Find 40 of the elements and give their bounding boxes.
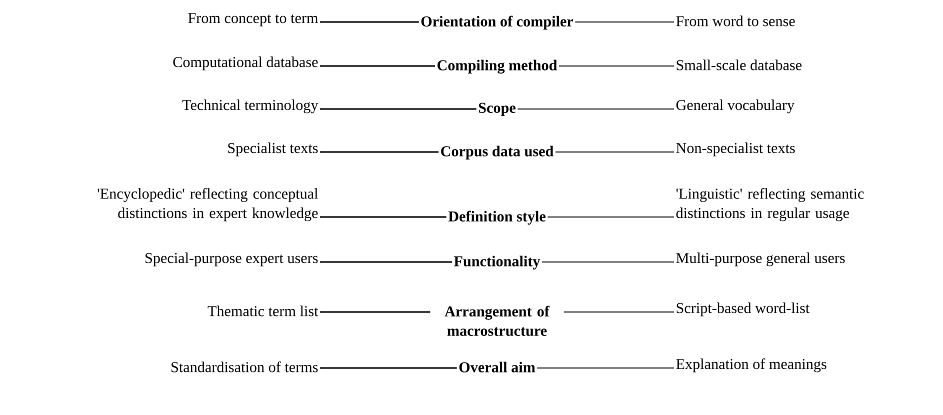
connector-line bbox=[559, 65, 674, 67]
category-label: Definition style bbox=[448, 210, 546, 225]
connector-line bbox=[320, 108, 476, 110]
connector-line bbox=[548, 216, 674, 218]
connector-line bbox=[320, 311, 430, 313]
term-label: Special-purpose expert users bbox=[146, 252, 318, 266]
connector-line bbox=[320, 65, 435, 67]
connector-line bbox=[320, 261, 452, 263]
term-label: General vocabulary bbox=[676, 100, 794, 114]
connector-line bbox=[518, 108, 674, 110]
connector-line bbox=[555, 151, 674, 153]
connector-line bbox=[564, 311, 674, 313]
term-label: Thematic term list bbox=[208, 306, 318, 316]
category-label: Scope bbox=[478, 102, 516, 116]
term-label: 'Encyclopedic' reflecting conceptual distinctions in expert knowledge bbox=[98, 188, 318, 222]
term-label: Small-scale database bbox=[676, 60, 802, 70]
connector-line bbox=[320, 367, 457, 369]
category-label: Overall aim bbox=[459, 362, 536, 372]
category-label: Arrangement of macrostructure bbox=[444, 306, 550, 336]
connector-line bbox=[320, 151, 439, 153]
connector-line bbox=[542, 261, 674, 263]
term-label: Specialist texts bbox=[228, 142, 318, 156]
connector-line bbox=[575, 21, 674, 23]
term-label: From word to sense bbox=[676, 16, 795, 26]
category-label: Corpus data used bbox=[441, 146, 554, 160]
term-label: Explanation of meanings bbox=[676, 358, 826, 372]
term-label: From concept to term bbox=[188, 13, 318, 26]
term-label: Multi-purpose general users bbox=[676, 252, 845, 266]
category-label: Functionality bbox=[454, 256, 540, 270]
term-label: Technical terminology bbox=[182, 100, 318, 114]
term-label: Non-specialist texts bbox=[676, 142, 795, 156]
category-label: Orientation of compiler bbox=[421, 16, 574, 30]
term-label: Standardisation of terms bbox=[172, 361, 318, 372]
connector-line bbox=[537, 367, 674, 369]
category-label: Compiling method bbox=[438, 60, 558, 74]
connector-line bbox=[320, 21, 419, 23]
term-label: 'Linguistic' reflecting semantic distinctions in regular usage bbox=[676, 188, 864, 222]
connector-line bbox=[320, 216, 446, 218]
term-label: Computational database bbox=[173, 56, 318, 70]
term-label: Script-based word-list bbox=[676, 302, 810, 316]
